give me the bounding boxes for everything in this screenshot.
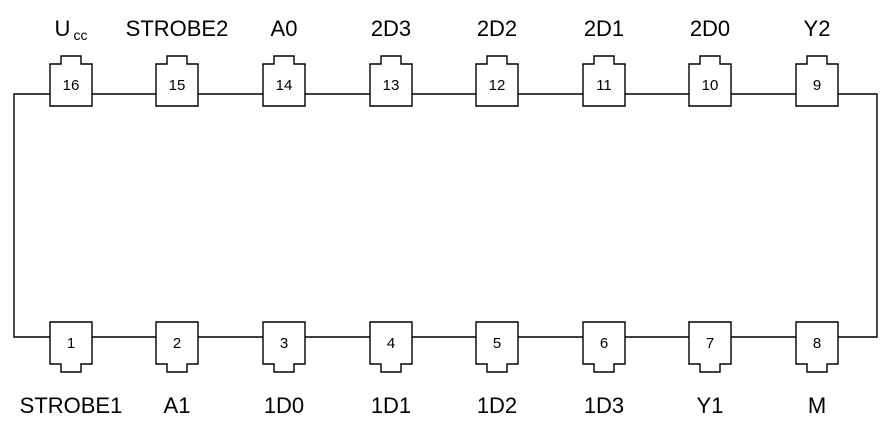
- pin-number: 3: [280, 335, 288, 352]
- pin-label-text: 1D1: [371, 393, 411, 418]
- pin-label: A0: [271, 16, 298, 41]
- pin-box: [262, 55, 306, 107]
- pin-number: 5: [493, 335, 501, 352]
- pin-box: [369, 55, 413, 107]
- pin-label-text: U: [55, 16, 71, 41]
- chip-outline-path: [13, 93, 878, 338]
- pin-box: [688, 321, 732, 373]
- pin-box: [475, 55, 519, 107]
- pin-number: 4: [387, 335, 395, 352]
- pin-number: 6: [600, 335, 608, 352]
- pin-label: A1: [164, 393, 191, 418]
- pin-box: [49, 321, 93, 373]
- pin-label-text: 2D1: [584, 16, 624, 41]
- pin-6: 6 1D3: [582, 321, 626, 418]
- pin-7: 7Y1: [688, 321, 732, 418]
- pin-label-text: STROBE1: [20, 393, 123, 418]
- pin-label-text: 2D0: [690, 16, 730, 41]
- pin-label: 2D0: [690, 16, 730, 41]
- pin-box: [582, 321, 626, 373]
- pin-number: 8: [813, 335, 821, 352]
- pin-label: 1D3: [584, 393, 624, 418]
- pin-label-text: 2D2: [477, 16, 517, 41]
- pin-box: [475, 321, 519, 373]
- pin-box: [49, 55, 93, 107]
- pin-box: [582, 55, 626, 107]
- pin-label-text: A0: [271, 16, 298, 41]
- pin-box: [155, 55, 199, 107]
- pin-2: 2A1: [155, 321, 199, 418]
- pin-label-text: 1D0: [264, 393, 304, 418]
- pin-label: STROBE2: [126, 16, 229, 41]
- pin-label-text: M: [808, 393, 826, 418]
- pin-label: 1D0: [264, 393, 304, 418]
- pin-box: [795, 321, 839, 373]
- pin-number: 12: [489, 77, 506, 94]
- pin-number: 10: [702, 77, 719, 94]
- pin-label-text: A1: [164, 393, 191, 418]
- pin-10: 10 2D0: [688, 16, 732, 107]
- pin-12: 12 2D2: [475, 16, 519, 107]
- pin-label-text: 2D3: [371, 16, 411, 41]
- pin-label: M: [808, 393, 826, 418]
- pin-number: 7: [706, 335, 714, 352]
- pin-label: 1D1: [371, 393, 411, 418]
- pin-label-text: Y1: [697, 393, 724, 418]
- pin-number: 13: [383, 77, 400, 94]
- pin-number: 15: [169, 77, 186, 94]
- pin-9: 9 Y2: [795, 16, 839, 107]
- pin-5: 5 1D2: [475, 321, 519, 418]
- pin-box: [262, 321, 306, 373]
- pin-number: 9: [813, 77, 821, 94]
- pin-box: [155, 321, 199, 373]
- pin-label: 2D2: [477, 16, 517, 41]
- pin-3: 3 1D0: [262, 321, 306, 418]
- pin-label: 2D3: [371, 16, 411, 41]
- pin-label: 2D1: [584, 16, 624, 41]
- pin-label-subscript: cc: [73, 27, 87, 43]
- pin-label: Y2: [804, 16, 831, 41]
- pin-11: 11 2D1: [582, 16, 626, 107]
- pin-number: 14: [276, 77, 293, 94]
- pin-number: 16: [63, 77, 80, 94]
- chip-body-outline: [13, 93, 878, 338]
- pin-number: 1: [67, 335, 75, 352]
- pin-8: 8M: [795, 321, 839, 418]
- pin-label-text: Y2: [804, 16, 831, 41]
- pin-15: 15 STROBE2: [126, 16, 229, 107]
- pin-13: 13 2D3: [369, 16, 413, 107]
- pin-box: [369, 321, 413, 373]
- pin-box: [795, 55, 839, 107]
- pin-label: 1D2: [477, 393, 517, 418]
- pin-number: 11: [596, 77, 612, 94]
- pin-label-text: 1D3: [584, 393, 624, 418]
- pin-14: 14 A0: [262, 16, 306, 107]
- pin-label: Y1: [697, 393, 724, 418]
- pin-label: STROBE1: [20, 393, 123, 418]
- pin-box: [688, 55, 732, 107]
- pin-label-text: 1D2: [477, 393, 517, 418]
- pin-4: 4 1D1: [369, 321, 413, 418]
- pin-label-text: STROBE2: [126, 16, 229, 41]
- pin-number: 2: [173, 335, 181, 352]
